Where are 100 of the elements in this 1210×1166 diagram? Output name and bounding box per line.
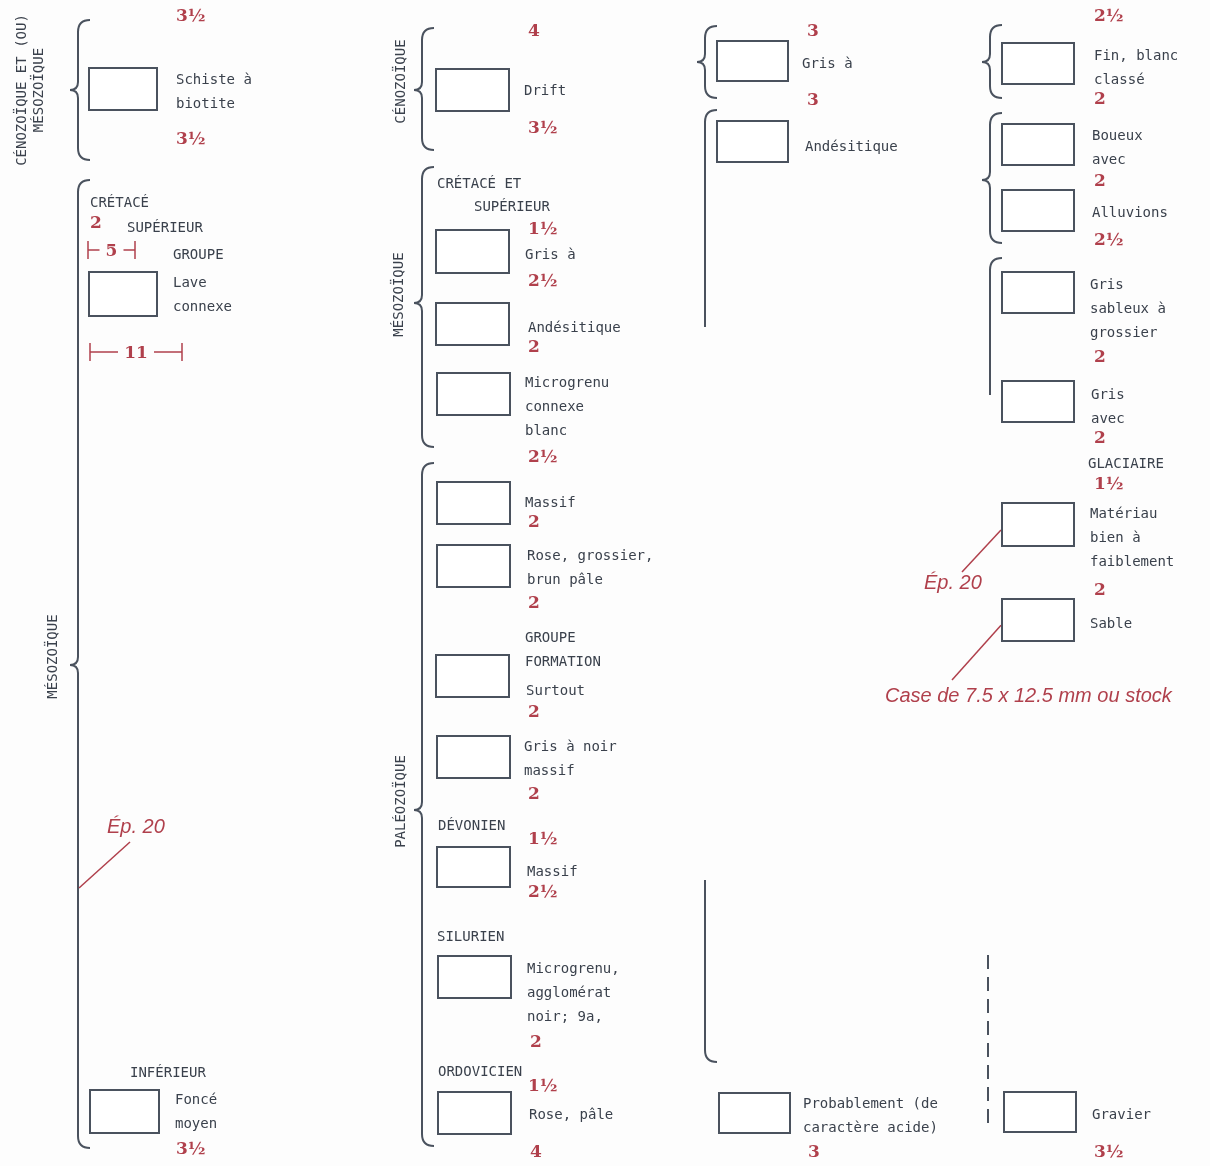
unit-description: Lave connexe (173, 273, 233, 316)
era-label: MÉSOZOÏQUE (43, 613, 61, 701)
legend-box (436, 846, 511, 888)
unit-description: Microgrenu connexe blanc (525, 373, 611, 440)
spacing-number: 2½ (528, 270, 558, 290)
legend-box (89, 1089, 160, 1134)
spacing-number: 3½ (176, 1138, 206, 1158)
legend-box (435, 68, 510, 112)
spacing-number: 3½ (1094, 1141, 1124, 1161)
spacing-number: 1½ (1094, 473, 1124, 493)
legend-box (716, 40, 789, 82)
legend-box (716, 120, 789, 163)
spacing-number: 4 (528, 20, 540, 40)
unit-heading: SUPÉRIEUR (127, 218, 203, 237)
spacing-number: 2 (1094, 579, 1106, 599)
legend-box (436, 544, 511, 588)
spacing-number: 1½ (528, 218, 558, 238)
leader-line (961, 529, 1002, 573)
unit-description: Rose, grossier, brun pâle (527, 546, 655, 589)
unit-description: Gris avec (1091, 385, 1126, 428)
legend-box (435, 654, 510, 698)
spacing-number: 3 (807, 20, 819, 40)
unit-description: Gris à noir massif (524, 737, 618, 780)
unit-description: Sable (1090, 614, 1133, 633)
legend-box (1001, 502, 1075, 547)
legend-box (436, 481, 511, 525)
annotation-note: Case de 7.5 x 12.5 mm ou stock (885, 683, 1172, 707)
legend-box (436, 372, 511, 416)
unit-description: Andésitique (805, 137, 898, 156)
legend-box (437, 955, 512, 999)
era-label: PALÉOZOÏQUE (391, 754, 409, 850)
unit-heading: GROUPE (173, 245, 224, 264)
unit-description: Surtout (526, 681, 585, 700)
spacing-number: 2 (1094, 427, 1106, 447)
unit-heading: CRÉTACÉ (90, 193, 149, 212)
spacing-number: 3 (808, 1141, 820, 1161)
unit-description: Massif (525, 493, 576, 512)
legend-box (435, 229, 510, 274)
unit-description: Gris à (525, 245, 576, 264)
spacing-number: 2½ (528, 881, 558, 901)
spacing-number: 2 (528, 592, 540, 612)
unit-description: Gris sableux à grossier (1090, 275, 1167, 342)
unit-description: Fin, blanc classé (1094, 46, 1180, 89)
unit-heading: CRÉTACÉ ET SUPÉRIEUR (437, 174, 551, 216)
legend-box (88, 271, 158, 317)
spacing-number: 2½ (528, 446, 558, 466)
unit-description: Andésitique (528, 318, 621, 337)
legend-box (1001, 380, 1075, 423)
unit-description: Drift (524, 81, 567, 100)
unit-description: Matériau bien à faiblement (1090, 504, 1176, 571)
unit-description: Foncé moyen (175, 1090, 219, 1133)
annotation-note: Ép. 20 (107, 814, 165, 838)
era-label: CÉNOZOÏQUE (391, 38, 409, 126)
legend-box (88, 67, 158, 111)
legend-box (1001, 123, 1075, 166)
unit-heading: GROUPE (525, 628, 576, 647)
unit-description: Gris à (802, 54, 853, 73)
unit-heading: DÉVONIEN (438, 816, 506, 835)
legend-box (1001, 598, 1075, 642)
spacing-number: 1½ (528, 828, 558, 848)
legend-box (1001, 271, 1075, 314)
spacing-number: 2½ (1094, 229, 1124, 249)
unit-heading: GLACIAIRE (1088, 454, 1164, 473)
spacing-number: 4 (530, 1141, 542, 1161)
unit-description: Alluvions (1092, 203, 1168, 222)
legend-box (1001, 189, 1075, 232)
spacing-number: 2 (528, 511, 540, 531)
spacing-number: 3 (807, 89, 819, 109)
unit-description: Rose, pâle (529, 1105, 614, 1124)
unit-description: Boueux avec (1092, 126, 1144, 169)
spacing-number: 1½ (528, 1075, 558, 1095)
unit-description: Schiste à biotite (176, 70, 253, 113)
spacing-number: 3½ (528, 117, 558, 137)
spacing-number: 3½ (176, 128, 206, 148)
unit-description: Probablement (de caractère acide) (803, 1094, 939, 1137)
spacing-number: 2 (528, 701, 540, 721)
unit-description: Microgrenu, agglomérat noir; 9a, (527, 959, 621, 1026)
annotation-note: Ép. 20 (924, 570, 982, 594)
era-label: MÉSOZOÏQUE (389, 251, 407, 339)
legend-box (437, 1091, 512, 1135)
legend-box (718, 1092, 791, 1134)
era-label: CÉNOZOÏQUE ET (OU) MÉSOZOÏQUE (13, 13, 47, 168)
unit-heading: FORMATION (525, 652, 601, 671)
leader-line (951, 624, 1002, 681)
unit-heading: ORDOVICIEN (438, 1062, 523, 1081)
unit-heading: INFÉRIEUR (130, 1063, 206, 1082)
legend-box (1003, 1091, 1077, 1133)
spacing-number: 2½ (1094, 5, 1124, 25)
legend-box (435, 302, 510, 346)
unit-description: Gravier (1092, 1105, 1151, 1124)
dimension-value: 5 (104, 240, 119, 260)
spacing-number: 2 (528, 336, 540, 356)
legend-box (436, 735, 511, 779)
spacing-number: 2 (1094, 170, 1106, 190)
legend-box (1001, 42, 1075, 85)
spacing-number: 2 (530, 1031, 542, 1051)
unit-description: Massif (527, 862, 578, 881)
dimension-value: 11 (123, 342, 149, 362)
leader-line (78, 841, 131, 889)
unit-heading: SILURIEN (437, 927, 505, 946)
